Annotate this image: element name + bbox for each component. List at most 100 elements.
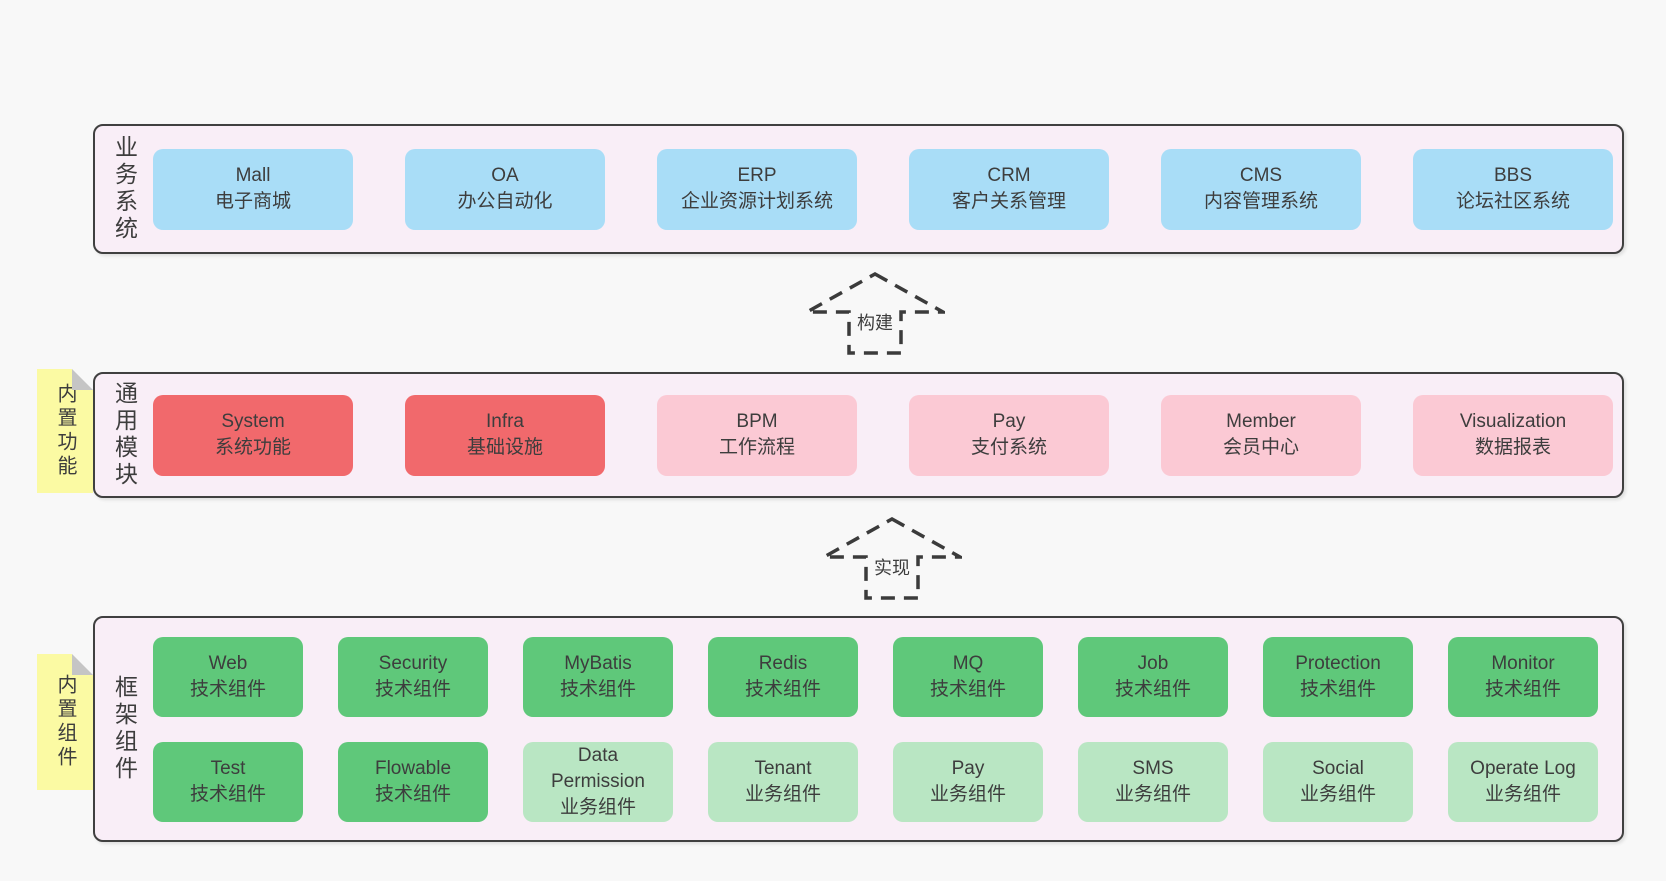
box-title: Member [1226, 411, 1296, 432]
box-subtitle: 支付系统 [970, 437, 1047, 458]
box-title: Pay [951, 757, 985, 779]
box-title: CMS [1239, 165, 1283, 186]
box-subtitle: 业务组件 [559, 796, 636, 818]
box-subtitle: 技术组件 [1114, 678, 1191, 700]
box-title: ERP [737, 165, 777, 186]
sticky-built-in-components: 内置组件 [37, 654, 93, 790]
box-title: Job [1137, 652, 1169, 674]
box-subtitle: 数据报表 [1474, 437, 1551, 458]
box-flowable: Flowable 技术组件 [338, 741, 488, 822]
layer-title-text: 框架组件 [111, 675, 138, 783]
box-security: Security 技术组件 [338, 636, 488, 717]
box-title: CRM [987, 165, 1031, 186]
box-member: Member 会员中心 [1161, 394, 1361, 476]
box-title: MQ [952, 652, 984, 674]
box-pay: Pay 支付系统 [909, 394, 1109, 476]
box-social: Social 业务组件 [1263, 741, 1413, 822]
box-subtitle: 会员中心 [1222, 437, 1299, 458]
box-cms: CMS 内容管理系统 [1161, 148, 1361, 230]
box-subtitle: 业务组件 [744, 783, 821, 805]
box-title: Web [208, 652, 248, 674]
box-title: Operate Log [1470, 757, 1576, 779]
box-mall: Mall 电子商城 [153, 148, 353, 230]
layer-framework-components: 框架组件 Web 技术组件 Security 技术组件 MyBatis 技术组件 Redis… [93, 616, 1624, 842]
layer-common-modules-label: 通用模块 [95, 374, 153, 496]
box-test: Test 技术组件 [153, 741, 303, 822]
box-title: Pay [992, 411, 1026, 432]
box-title: Test [210, 757, 246, 779]
box-title: SMS [1132, 757, 1174, 779]
box-title: Monitor [1491, 652, 1555, 674]
arrow-build: 构建 [805, 272, 945, 356]
box-subtitle: 技术组件 [559, 678, 636, 700]
box-title: Protection [1295, 652, 1381, 674]
box-subtitle: 客户关系管理 [951, 191, 1066, 212]
box-subtitle: 技术组件 [189, 678, 266, 700]
layer-business-systems-label: 业务系统 [95, 126, 153, 252]
box-pay: Pay 业务组件 [893, 741, 1043, 822]
box-subtitle: 技术组件 [1299, 678, 1376, 700]
box-title: BPM [736, 411, 778, 432]
box-title: Social [1312, 757, 1364, 779]
box-web: Web 技术组件 [153, 636, 303, 717]
layer-framework-components-label: 框架组件 [95, 618, 153, 840]
layer-title-text: 业务系统 [111, 135, 138, 243]
box-title: Security [378, 652, 448, 674]
box-subtitle: 业务组件 [1299, 783, 1376, 805]
box-title: Visualization [1459, 411, 1567, 432]
box-subtitle: 系统功能 [214, 437, 291, 458]
box-title: Infra [485, 411, 525, 432]
sticky-built-in-features: 内置功能 [37, 369, 93, 493]
arrow-build-label: 构建 [854, 308, 896, 336]
sticky-text: 内置功能 [54, 383, 76, 479]
up-block-arrow-icon [822, 517, 962, 600]
sticky-text: 内置组件 [54, 674, 76, 770]
box-subtitle: 技术组件 [929, 678, 1006, 700]
box-mq: MQ 技术组件 [893, 636, 1043, 717]
box-mybatis: MyBatis 技术组件 [523, 636, 673, 717]
box-visualization: Visualization 数据报表 [1413, 394, 1613, 476]
box-system: System 系统功能 [153, 394, 353, 476]
box-subtitle: 业务组件 [1114, 783, 1191, 805]
box-title: MyBatis [564, 652, 632, 674]
box-title: Redis [758, 652, 808, 674]
box-subtitle: 技术组件 [374, 783, 451, 805]
up-block-arrow-icon [805, 272, 945, 355]
box-title: Mall [235, 165, 271, 186]
layer-title-text: 通用模块 [111, 381, 138, 489]
box-subtitle: 技术组件 [189, 783, 266, 805]
sticky-fold-corner-icon [72, 369, 93, 390]
arrow-implement-label: 实现 [871, 553, 913, 581]
box-subtitle: 内容管理系统 [1203, 191, 1318, 212]
box-title: System [221, 411, 285, 432]
box-subtitle: 基础设施 [466, 437, 543, 458]
box-subtitle: 办公自动化 [457, 191, 553, 212]
box-protection: Protection 技术组件 [1263, 636, 1413, 717]
box-title: BBS [1493, 165, 1533, 186]
box-erp: ERP 企业资源计划系统 [657, 148, 857, 230]
box-title: Flowable [374, 757, 452, 779]
box-title: Tenant [754, 757, 812, 779]
box-crm: CRM 客户关系管理 [909, 148, 1109, 230]
box-infra: Infra 基础设施 [405, 394, 605, 476]
box-subtitle: 技术组件 [374, 678, 451, 700]
box-subtitle: 业务组件 [929, 783, 1006, 805]
box-subtitle: 电子商城 [214, 191, 291, 212]
box-job: Job 技术组件 [1078, 636, 1228, 717]
box-subtitle: 企业资源计划系统 [680, 191, 833, 212]
sticky-fold-corner-icon [72, 654, 93, 675]
